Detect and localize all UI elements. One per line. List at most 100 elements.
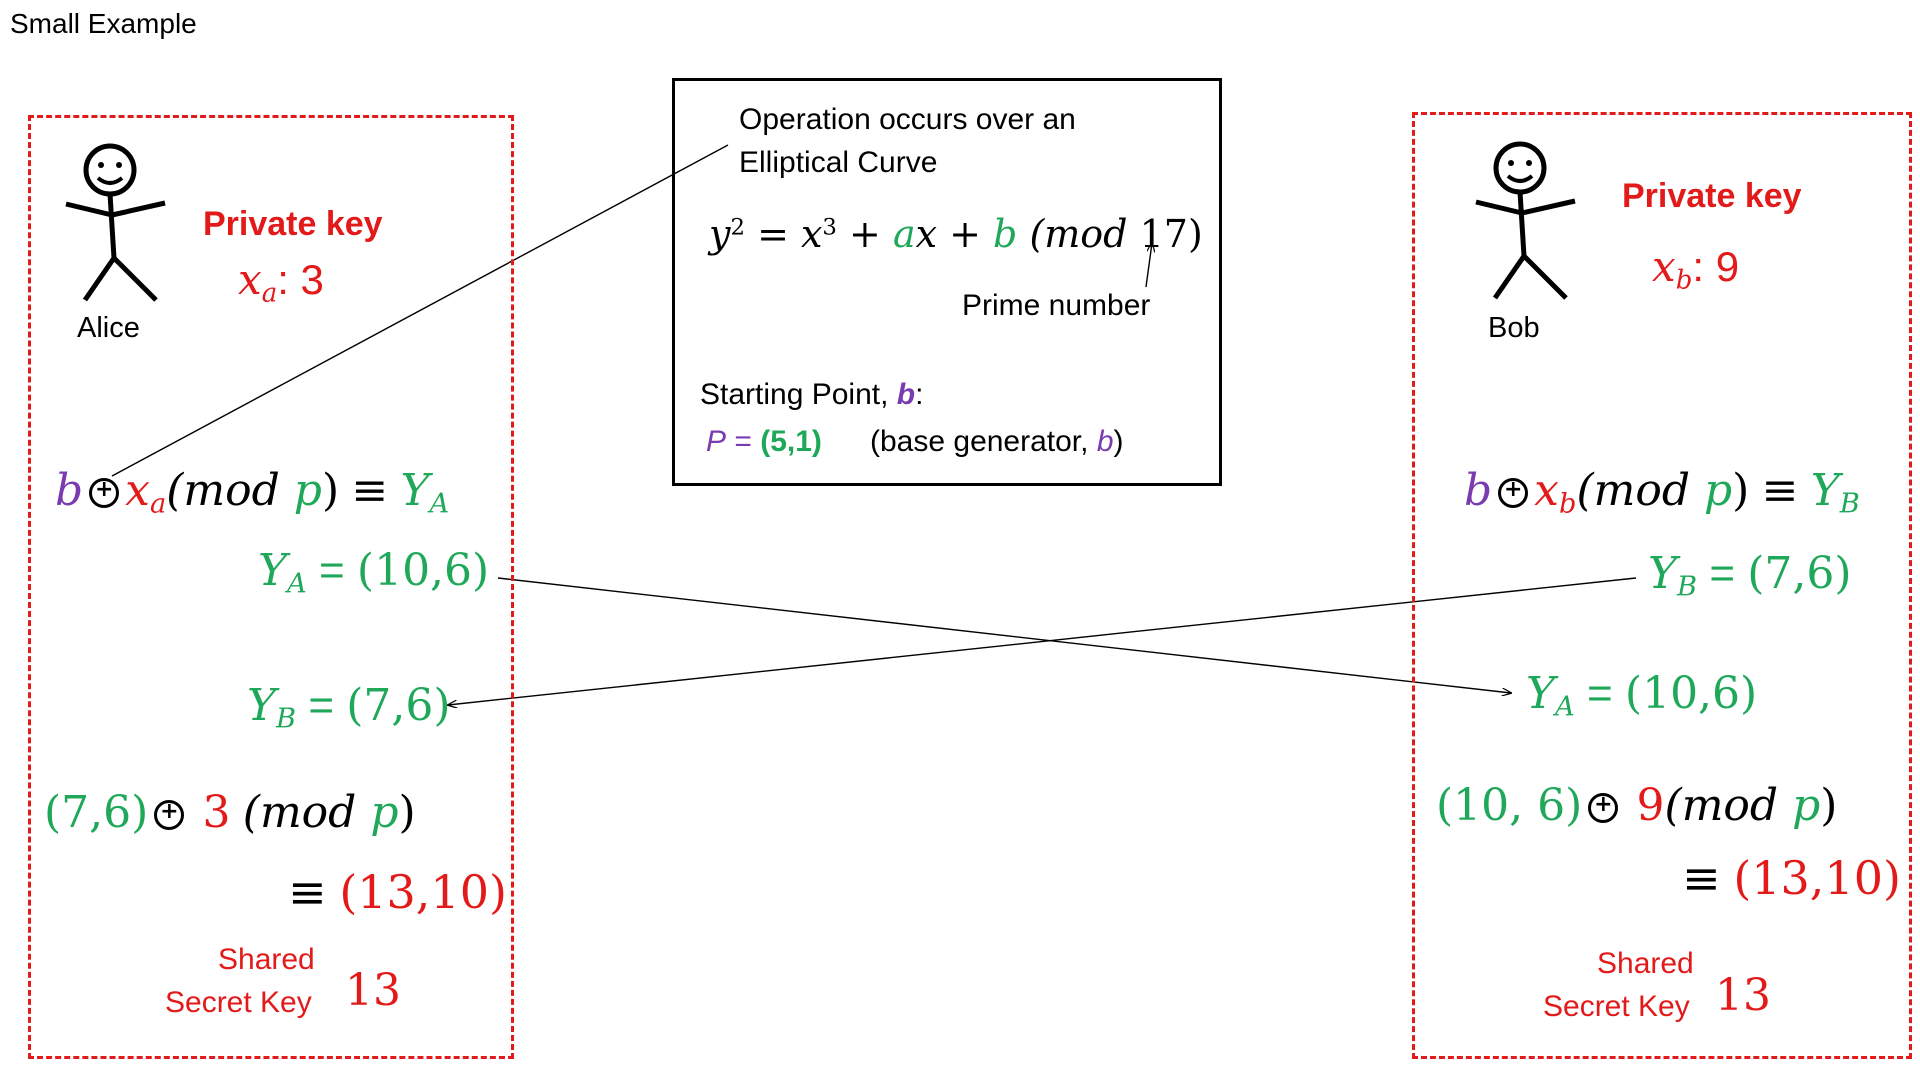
- bob-public-key-eq: =: [1697, 549, 1748, 598]
- bob-key-formula: bxb(mod p) ≡ YB: [1464, 465, 1860, 520]
- curve-eq-a: a: [892, 212, 916, 256]
- alice-received-key-sub: B: [276, 703, 297, 735]
- alice-public-key: YA = (10,6): [258, 545, 489, 600]
- bob-panel: [1412, 112, 1912, 1059]
- bob-received-key: YA = (10,6): [1526, 668, 1757, 723]
- bob-private-key-value: : 9: [1692, 243, 1740, 290]
- starting-point-text: Starting Point,: [700, 378, 897, 411]
- curve-line-1: Operation occurs over an: [739, 103, 1076, 136]
- bob-formula-x: x: [1534, 465, 1559, 516]
- alice-shared-label-2: Secret Key: [165, 986, 312, 1019]
- alice-compute: (7,6) 3 (mod p): [44, 787, 416, 838]
- base-point-P: P: [706, 425, 727, 458]
- bob-formula-Y: Y: [1810, 465, 1840, 516]
- alice-received-key-Y: Y: [247, 680, 277, 731]
- bob-compute: (10, 6) 9(mod p): [1436, 780, 1837, 831]
- base-point-eq: =: [726, 425, 761, 458]
- bob-public-key-Y: Y: [1648, 548, 1678, 599]
- curve-eq-prime: 17: [1139, 212, 1188, 256]
- alice-formula-Y: Y: [400, 465, 430, 516]
- bob-compute-mod: (mod: [1664, 780, 1793, 831]
- alice-stick-figure: [65, 143, 166, 302]
- curve-eq-x-exp: 3: [822, 214, 837, 241]
- alice-compute-close: ): [398, 787, 416, 838]
- alice-compute-scalar: 3: [202, 787, 231, 838]
- curve-info-box: [672, 78, 1222, 486]
- alice-public-key-sub: A: [287, 568, 307, 600]
- alice-formula-p: p: [293, 465, 322, 516]
- alice-received-key: YB = (7,6): [247, 680, 451, 735]
- bob-private-key-var: x: [1652, 242, 1676, 291]
- point-multiply-icon: [1588, 792, 1619, 823]
- bob-formula-close: ): [1732, 465, 1750, 516]
- alice-formula-close: ): [321, 465, 340, 516]
- alice-name: Alice: [77, 312, 140, 344]
- alice-public-key-Y: Y: [258, 545, 288, 596]
- alice-private-key-value: : 3: [277, 256, 324, 303]
- arrow-bob-to-alice: [448, 577, 1637, 705]
- bob-private-key-label: Private key: [1622, 177, 1802, 215]
- alice-formula-equiv: ≡: [351, 465, 389, 516]
- alice-result: ≡ (13,10): [288, 865, 507, 919]
- bob-result: ≡ (13,10): [1682, 851, 1901, 905]
- bob-formula-x-sub: b: [1559, 488, 1577, 520]
- curve-eq-b: b: [993, 212, 1018, 256]
- prime-number-label: Prime number: [962, 289, 1151, 322]
- starting-point-colon: :: [915, 378, 924, 411]
- curve-equation: y2 = x3 + ax + b (mod 17): [709, 212, 1203, 257]
- alice-public-key-eq: =: [306, 546, 357, 595]
- alice-result-equiv: ≡: [288, 865, 327, 919]
- curve-eq-y: y: [709, 212, 731, 256]
- bob-formula-p: p: [1704, 465, 1733, 516]
- bob-formula-equiv: ≡: [1761, 465, 1799, 516]
- bob-shared-label-1: Shared: [1597, 947, 1694, 980]
- alice-formula-b: b: [55, 465, 84, 516]
- bob-shared-value: 13: [1715, 970, 1771, 1021]
- alice-formula-x: x: [125, 465, 150, 516]
- alice-received-key-value: (7,6): [346, 680, 451, 731]
- bob-stick-figure: [1475, 141, 1576, 300]
- bob-private-key: xb: 9: [1652, 242, 1739, 295]
- starting-point-label: Starting Point, b:: [700, 378, 923, 412]
- alice-result-value: (13,10): [339, 865, 507, 919]
- curve-eq-mod: (mod: [1017, 212, 1140, 256]
- alice-public-key-value: (10,6): [356, 545, 490, 596]
- curve-eq-plus1: +: [836, 212, 893, 256]
- curve-eq-close: ): [1187, 212, 1203, 256]
- curve-eq-y-exp: 2: [730, 214, 745, 241]
- bob-compute-p: p: [1792, 780, 1821, 831]
- curve-eq-x: x: [800, 212, 823, 256]
- alice-formula-Y-sub: A: [429, 488, 450, 520]
- alice-shared-label-1: Shared: [218, 943, 315, 976]
- alice-key-formula: bxa(mod p) ≡ YA: [55, 465, 449, 520]
- prime-pointer-line: [1145, 243, 1152, 288]
- alice-private-key-var: x: [238, 255, 262, 304]
- curve-eq-plus2: +: [937, 212, 994, 256]
- base-generator-note: (base generator, b): [870, 425, 1124, 459]
- alice-private-key: xa: 3: [238, 255, 324, 308]
- bob-received-key-sub: A: [1555, 691, 1575, 723]
- bob-private-key-sub: b: [1675, 265, 1693, 296]
- bob-formula-b: b: [1464, 465, 1493, 516]
- base-generator-close: ): [1113, 425, 1124, 458]
- point-multiply-icon: [89, 477, 120, 508]
- bob-received-key-value: (10,6): [1624, 668, 1758, 719]
- alice-received-key-eq: =: [296, 681, 347, 730]
- base-generator-text: (base generator,: [870, 425, 1097, 458]
- alice-private-key-label: Private key: [203, 205, 383, 243]
- bob-compute-point: (10, 6): [1436, 780, 1583, 831]
- alice-compute-point: (7,6): [44, 787, 149, 838]
- arrow-alice-to-bob: [497, 577, 1511, 693]
- point-multiply-icon: [154, 799, 185, 830]
- alice-formula-mod: (mod: [166, 465, 294, 516]
- bob-compute-close: ): [1820, 780, 1838, 831]
- point-multiply-icon: [1498, 477, 1529, 508]
- bob-formula-Y-sub: B: [1839, 488, 1860, 520]
- bob-result-value: (13,10): [1733, 851, 1901, 905]
- alice-compute-mod: (mod: [242, 787, 371, 838]
- starting-point-b: b: [896, 378, 916, 411]
- alice-private-key-sub: a: [261, 278, 278, 309]
- callout-line: [111, 144, 729, 477]
- bob-public-key: YB = (7,6): [1648, 548, 1852, 603]
- bob-formula-mod: (mod: [1576, 465, 1704, 516]
